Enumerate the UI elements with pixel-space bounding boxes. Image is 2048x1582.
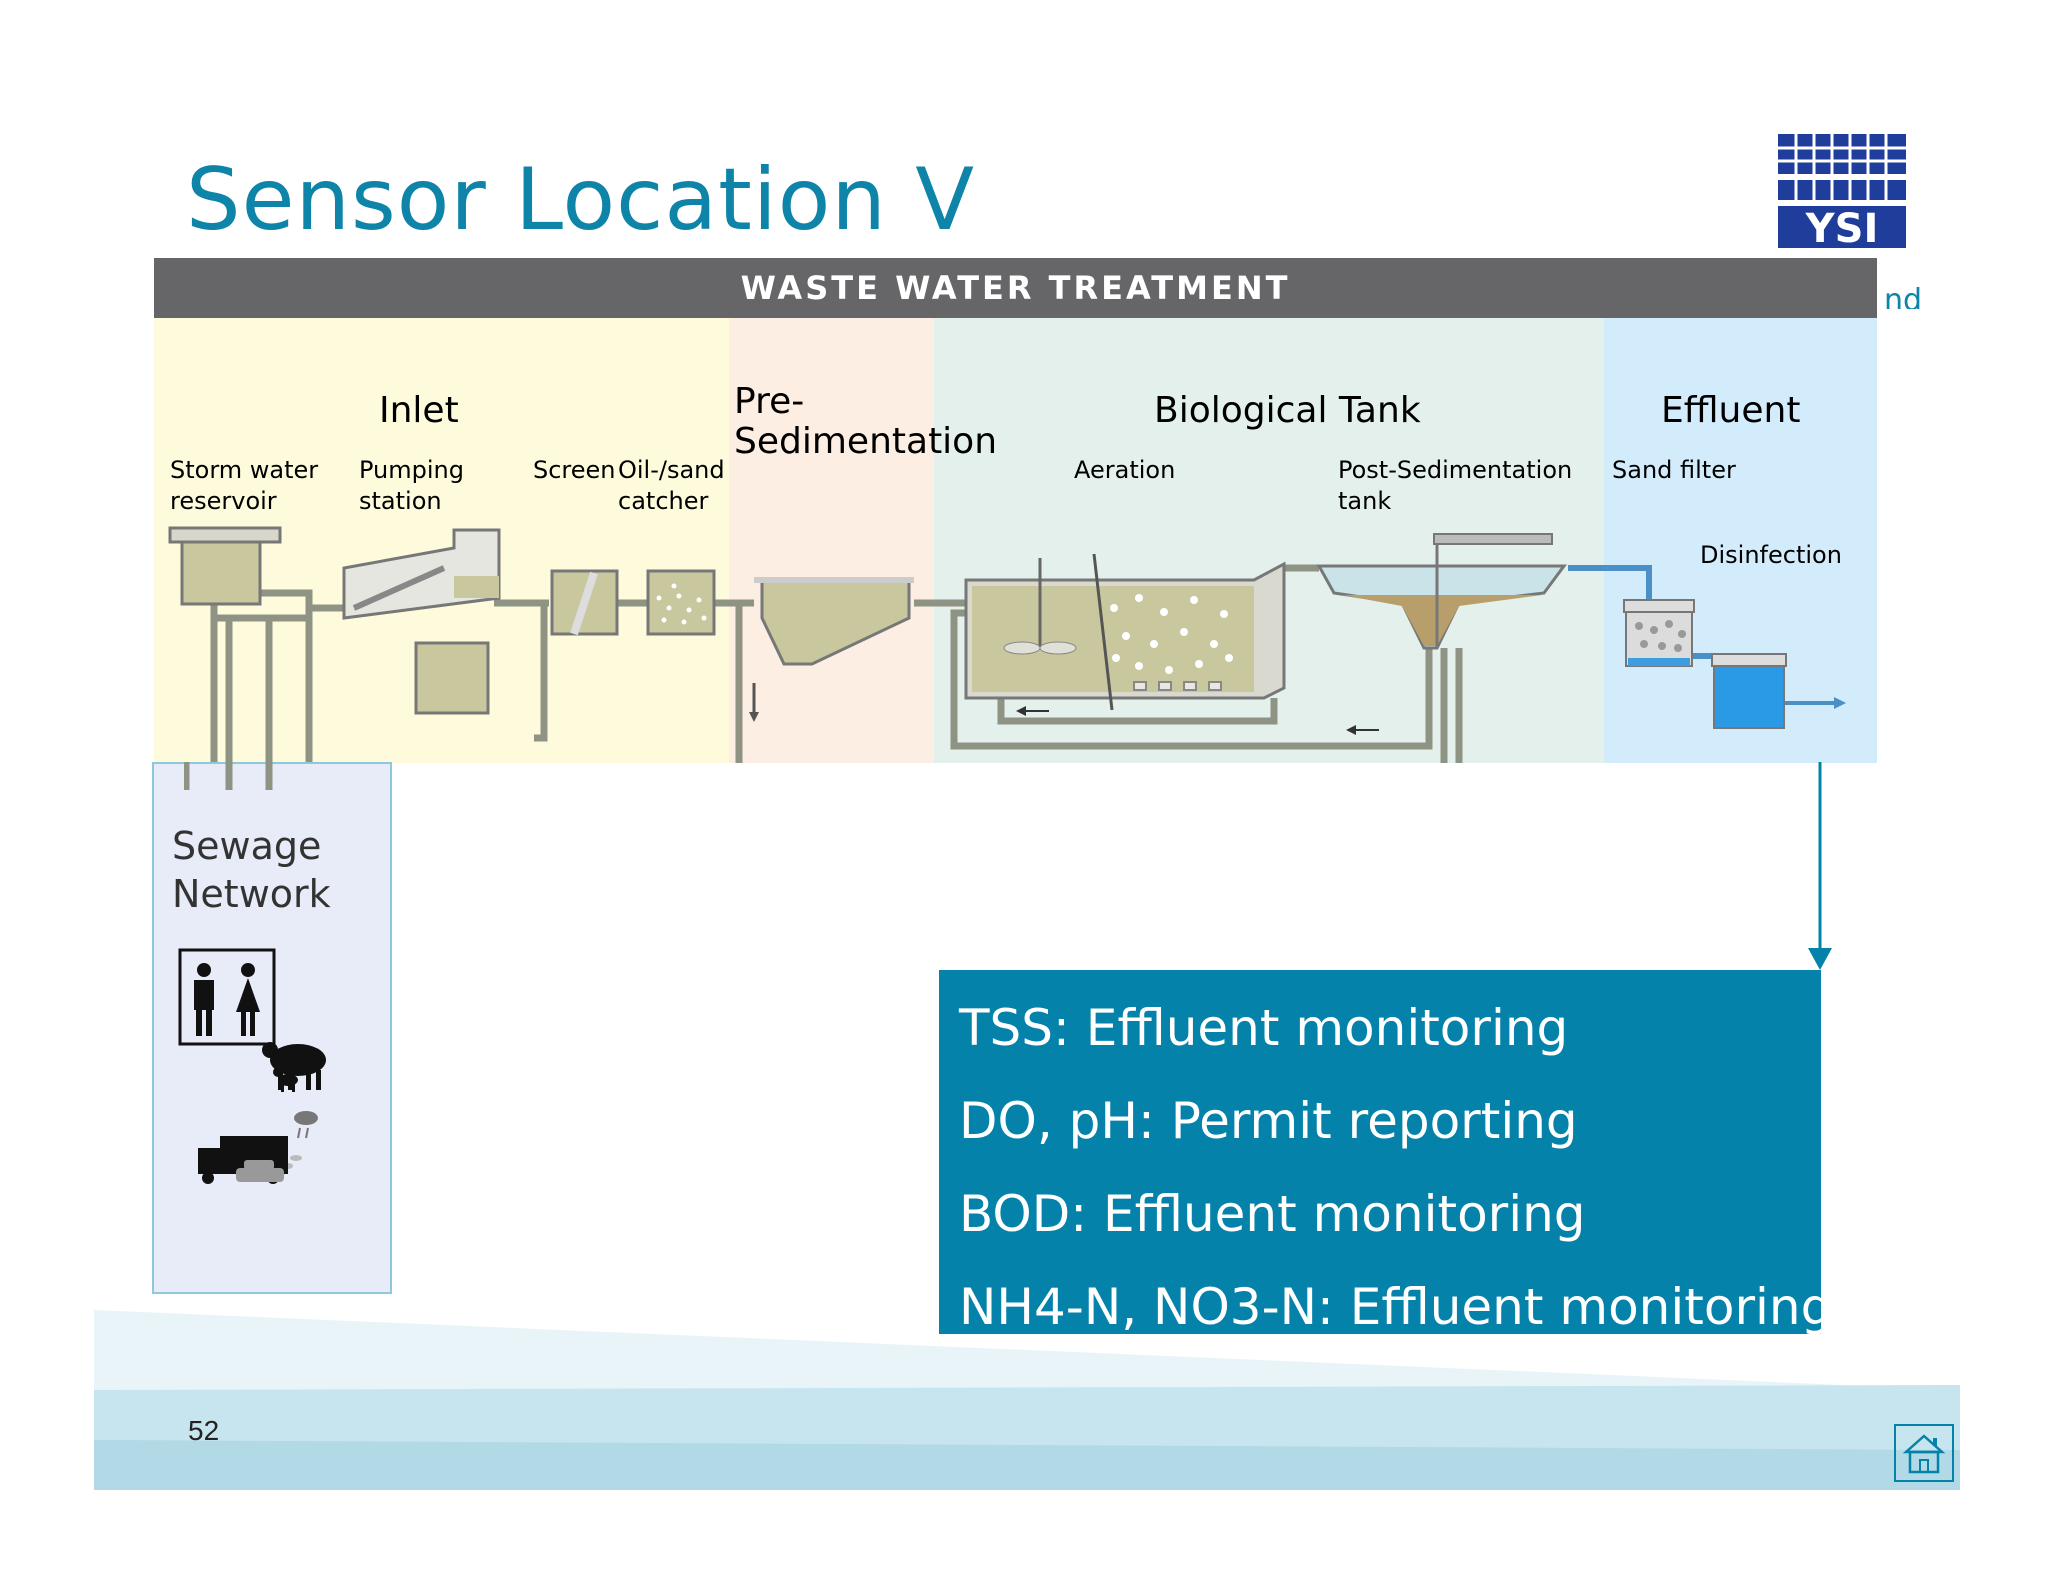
- pre-sedimentation-zone: [729, 318, 934, 763]
- screen-tank: [550, 569, 619, 636]
- oil-sand-catcher: [646, 569, 716, 636]
- oil-catcher-bubbles: [656, 583, 707, 625]
- ysi-logo-text: YSI: [1805, 206, 1879, 252]
- info-line-bod: BOD: Effluent monitoring: [959, 1185, 1586, 1243]
- sewage-sources-icons: [178, 948, 326, 1184]
- zone-label-biological-tank: Biological Tank: [1154, 390, 1421, 431]
- postsed-line-1: Post-Sedimentation: [1338, 456, 1572, 484]
- car-icon: [236, 1160, 284, 1182]
- postsed-line-2: tank: [1338, 487, 1391, 515]
- pump-sump: [414, 641, 490, 715]
- sewage-network-label: Sewage Network: [172, 824, 331, 916]
- aeration-mixer: [1003, 558, 1077, 655]
- sludge-arrowhead: [749, 712, 759, 722]
- people-icon: [178, 948, 276, 1046]
- pumping-station-water: [454, 576, 499, 598]
- disinfection-lid: [1711, 653, 1787, 667]
- treatment-process-diagram: Inlet Pre- Sedimentation Biological Tank…: [154, 318, 1877, 763]
- ysi-tagline-fragment: nd: [1884, 283, 1922, 309]
- info-line-tss: TSS: Effluent monitoring: [959, 999, 1569, 1057]
- aeration-bubbles: [1110, 594, 1233, 674]
- return-arrowhead-2: [1346, 725, 1356, 735]
- post-sed-sludge: [1342, 595, 1542, 646]
- ysi-logo: YSI nd: [1778, 134, 1938, 318]
- storm-reservoir-lid: [168, 526, 282, 544]
- oil-line-1: Oil-/sand: [618, 456, 725, 484]
- home-icon[interactable]: [1894, 1424, 1954, 1482]
- sand-filter: [1625, 611, 1693, 667]
- disinfection-tank: [1713, 665, 1785, 729]
- screw-pump: [352, 565, 446, 611]
- sand-filter-water: [1628, 658, 1690, 666]
- footer-wave: [94, 1310, 1960, 1490]
- oil-line-2: catcher: [618, 487, 708, 515]
- pre-sed-line-2: Sedimentation: [734, 421, 997, 462]
- sewage-network-panel: [152, 762, 392, 1294]
- effluent-pipe: [1568, 565, 1652, 600]
- label-screen: Screen: [533, 456, 616, 484]
- diagram-banner: WASTE WATER TREATMENT: [154, 258, 1877, 318]
- storm-line-1: Storm water: [170, 456, 318, 484]
- label-disinfection: Disinfection: [1700, 541, 1842, 569]
- label-post-sedimentation-tank: Post-Sedimentation tank: [1338, 456, 1580, 515]
- label-storm-water-reservoir: Storm water reservoir: [170, 456, 326, 515]
- label-oil-sand-catcher: Oil-/sand catcher: [618, 456, 732, 515]
- aeration-diffusers: [1133, 681, 1222, 691]
- aeration-divider: [1092, 553, 1114, 711]
- zone-label-effluent: Effluent: [1661, 390, 1800, 431]
- label-pumping-station: Pumping station: [359, 456, 472, 515]
- post-sed-bridge: [1433, 533, 1553, 545]
- storm-line-2: reservoir: [170, 487, 277, 515]
- sewer-pipes: [184, 762, 273, 790]
- label-sand-filter: Sand filter: [1612, 456, 1736, 484]
- label-aeration: Aeration: [1074, 456, 1175, 484]
- zone-label-pre-sedimentation: Pre- Sedimentation: [734, 381, 997, 462]
- ysi-logo-graphic: YSI nd: [1778, 134, 1922, 318]
- zone-label-inlet: Inlet: [379, 390, 459, 431]
- info-line-nh4-no3: NH4-N, NO3-N: Effluent monitoring: [959, 1278, 1833, 1336]
- sand-filter-media: [1635, 620, 1686, 652]
- pre-sed-line-1: Pre-: [734, 381, 804, 422]
- slide-title: Sensor Location V: [186, 150, 976, 250]
- screen-bar: [570, 571, 598, 636]
- sand-filter-lid: [1623, 599, 1695, 613]
- outflow-arrowhead: [1834, 697, 1846, 709]
- aeration-tank-water: [972, 586, 1254, 692]
- pumping-line-1: Pumping: [359, 456, 464, 484]
- sensor-pointer-arrow: [1808, 762, 1832, 970]
- storm-reservoir: [180, 540, 262, 606]
- pipework: [210, 564, 1463, 763]
- info-line-do-ph: DO, pH: Permit reporting: [959, 1092, 1578, 1150]
- page-number: 52: [188, 1415, 220, 1446]
- rain-cloud-icon: [283, 1111, 318, 1169]
- pumping-line-2: station: [359, 487, 442, 515]
- sensor-info-box: TSS: Effluent monitoring DO, pH: Permit …: [939, 970, 1832, 1336]
- return-arrowhead-1: [1016, 706, 1026, 716]
- dog-icon: [273, 1067, 298, 1092]
